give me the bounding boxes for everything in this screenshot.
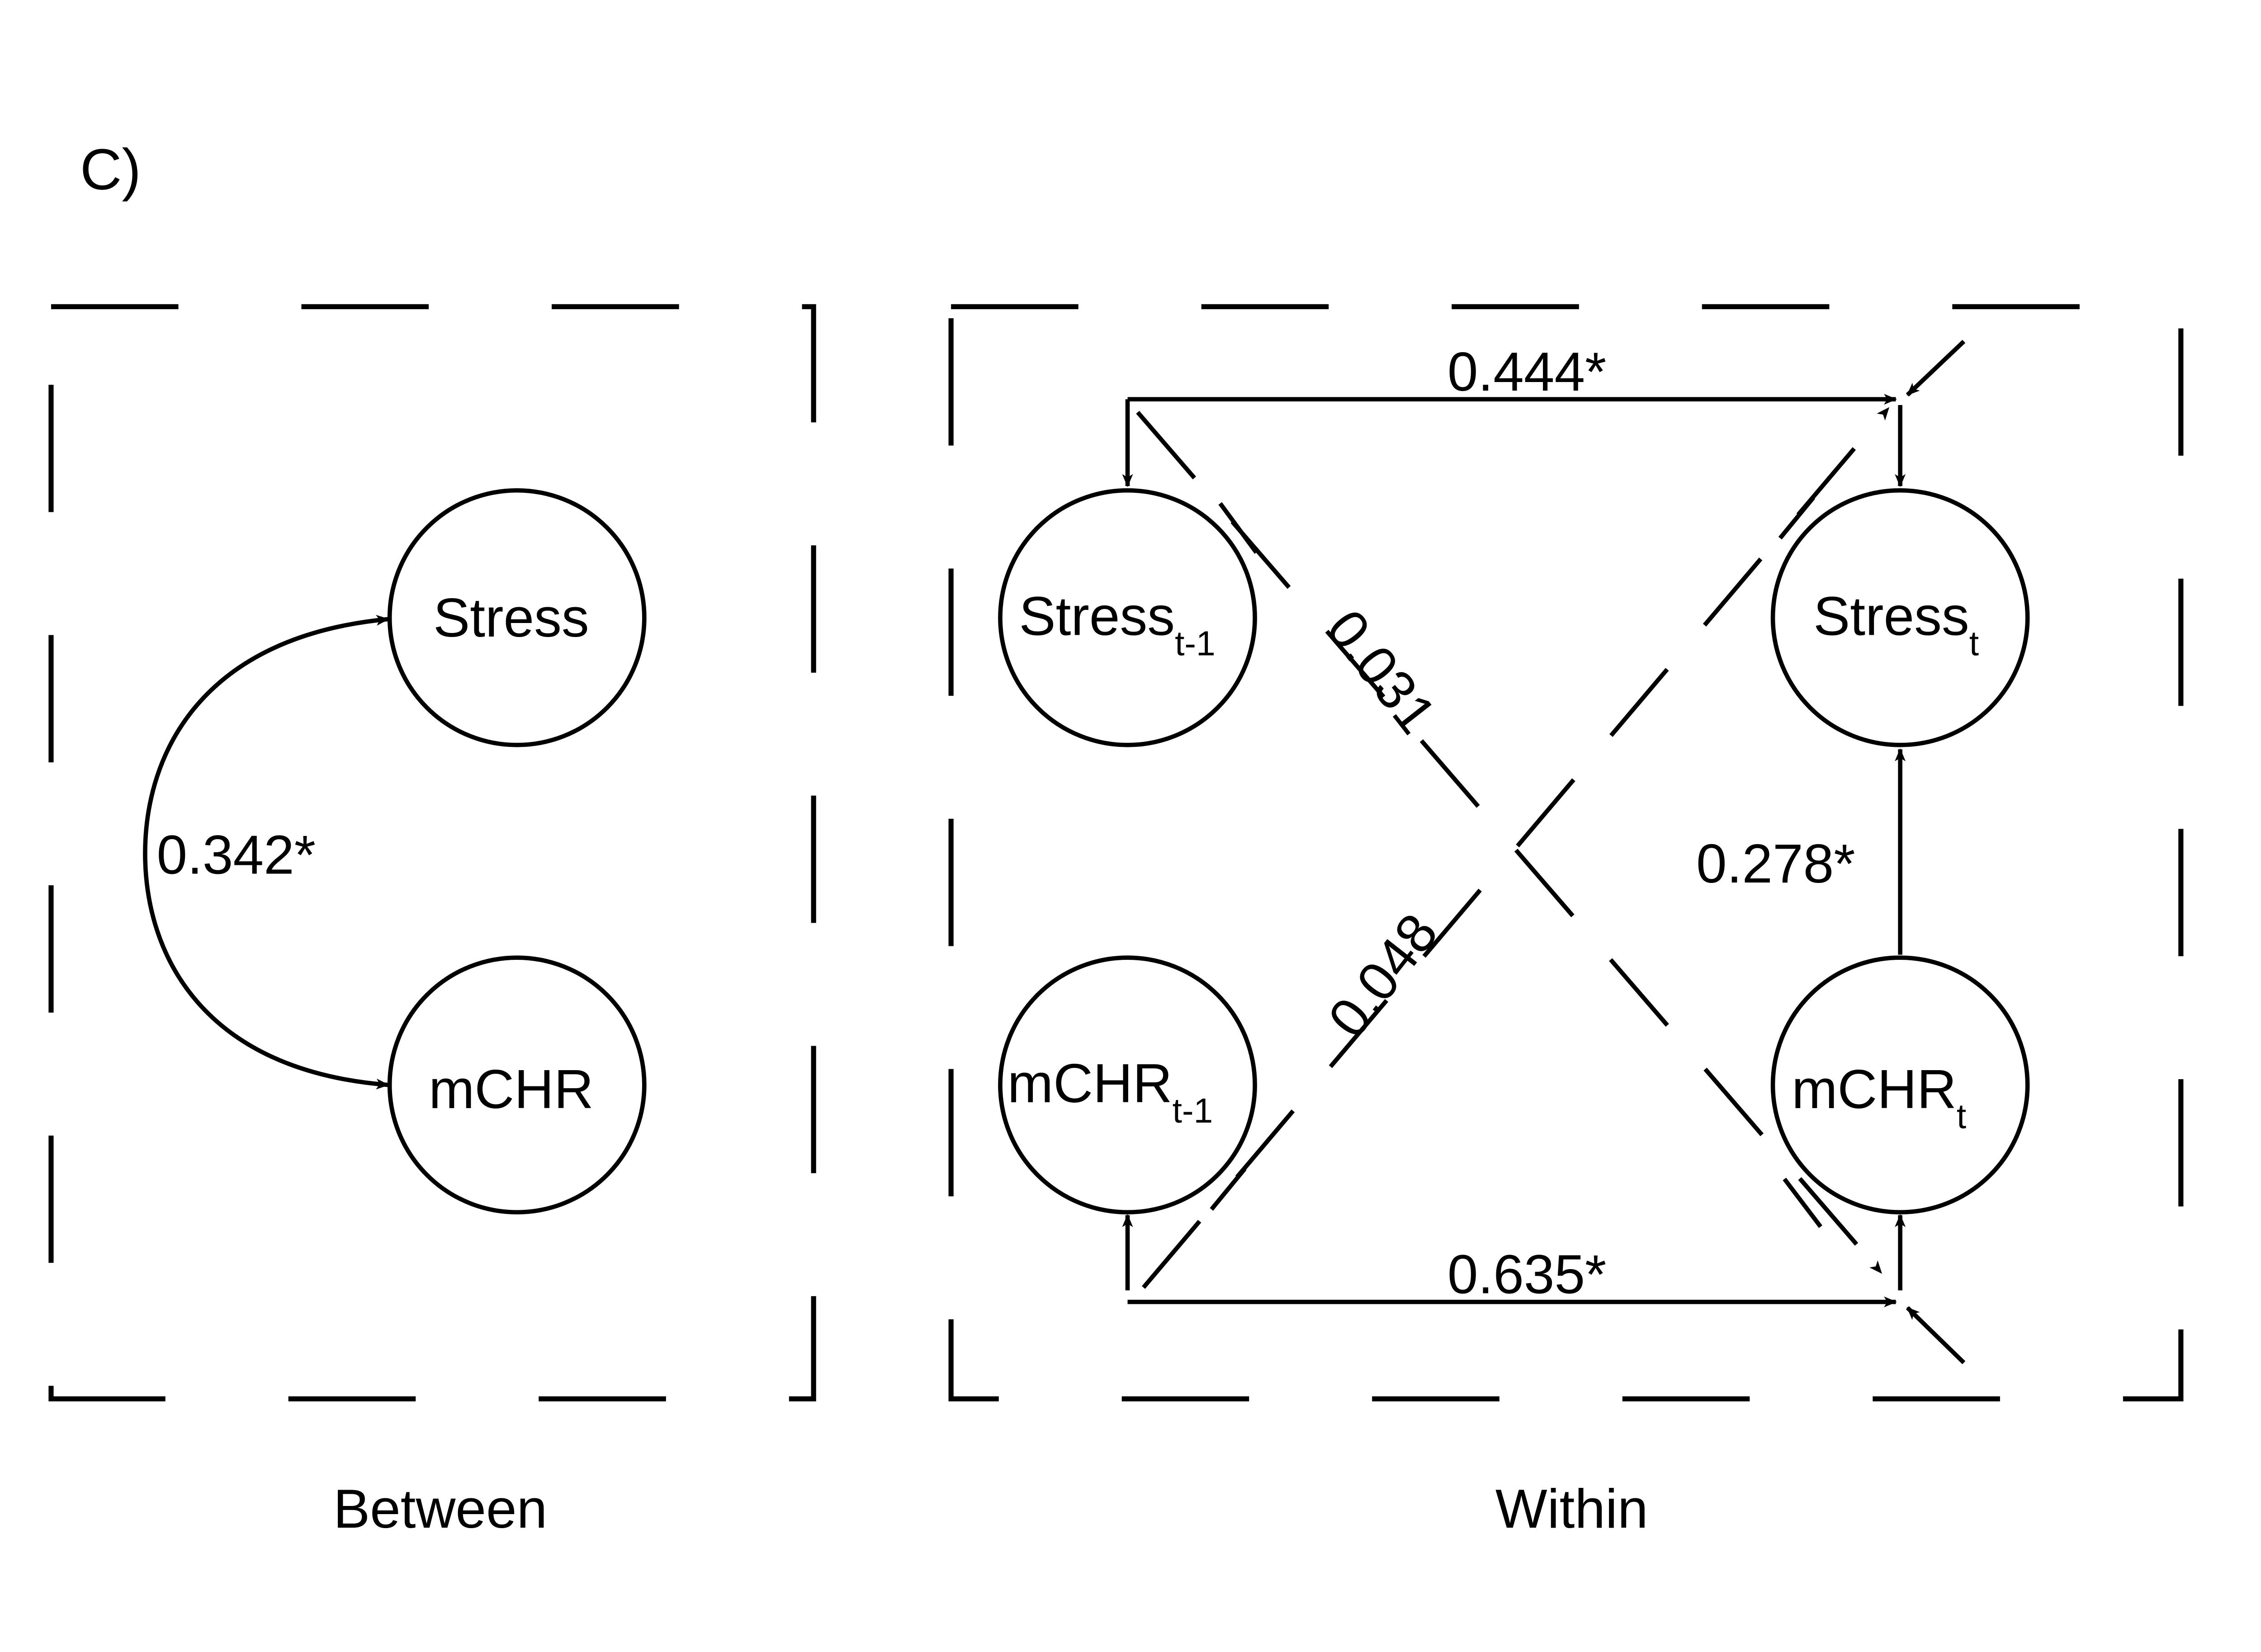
between-frame bbox=[48, 304, 816, 1402]
node-stress-t-label: Stresst bbox=[1813, 585, 1979, 663]
node-stress-t1-sub: t-1 bbox=[1175, 624, 1216, 663]
residual-arrow-stress-t bbox=[1906, 340, 1966, 396]
edge-mchr-t-to-stress-t: 0.278* bbox=[1696, 748, 1906, 955]
edge-label-0048: 0.048 bbox=[1316, 902, 1449, 1048]
node-stress-t-main: Stress bbox=[1813, 585, 1969, 647]
node-stress-t1-label: Stresst-1 bbox=[1019, 585, 1216, 663]
node-stress-t-sub: t bbox=[1969, 624, 1979, 663]
within-panel: Stresst-1 Stresst mCHRt-1 mCHRt 0.444* bbox=[948, 304, 2184, 1539]
edge-mchr-autoregressive: 0.635* bbox=[1122, 1214, 1966, 1364]
edge-crosslag-mchr-stress-tick2 bbox=[1778, 496, 1815, 540]
node-mchr-t1-circle bbox=[998, 955, 1257, 1215]
node-stress-t1: Stresst-1 bbox=[998, 488, 1257, 747]
edge-label-0444: 0.444* bbox=[1447, 341, 1607, 402]
node-mchr-label: mCHR bbox=[429, 1058, 594, 1120]
node-mchr-t: mCHRt bbox=[1770, 955, 2030, 1215]
node-stress: Stress bbox=[387, 488, 647, 747]
edge-label-0635: 0.635* bbox=[1447, 1243, 1607, 1305]
node-mchr-t-label: mCHRt bbox=[1792, 1058, 1966, 1136]
node-mchr: mCHR bbox=[387, 955, 647, 1215]
edge-covariance-stress-mchr bbox=[143, 614, 389, 1090]
node-stress-t: Stresst bbox=[1770, 488, 2030, 747]
edge-label-0278: 0.278* bbox=[1696, 833, 1855, 894]
node-stress-t1-main: Stress bbox=[1019, 585, 1175, 647]
edge-crosslag-stress-mchr-tick bbox=[1218, 502, 1258, 554]
node-mchr-t-main: mCHR bbox=[1792, 1058, 1957, 1120]
node-stress-label: Stress bbox=[433, 587, 589, 648]
edge-crosslag-mchr-stress-line bbox=[1142, 406, 1891, 1289]
edge-crosslag-stress-mchr-line bbox=[1136, 411, 1883, 1274]
node-mchr-circle bbox=[387, 955, 647, 1215]
edge-stress-autoregressive: 0.444* bbox=[1122, 340, 1966, 487]
node-stress-circle bbox=[387, 488, 647, 747]
within-frame bbox=[948, 304, 2184, 1402]
node-mchr-t1-label: mCHRt-1 bbox=[1008, 1053, 1213, 1130]
node-mchr-t1: mCHRt-1 bbox=[998, 955, 1257, 1215]
within-caption: Within bbox=[1495, 1478, 1648, 1539]
between-caption: Between bbox=[333, 1478, 547, 1539]
node-mchr-t-sub: t bbox=[1957, 1097, 1966, 1136]
node-mchr-t-circle bbox=[1770, 955, 2030, 1215]
panel-label: C) bbox=[80, 137, 141, 202]
edge-crosslag-mchr-stress-tick bbox=[1210, 1167, 1247, 1211]
node-stress-t-circle bbox=[1770, 488, 2030, 747]
node-mchr-t1-sub: t-1 bbox=[1173, 1091, 1213, 1130]
edge-crosslag-stress-mchr-tick2 bbox=[1783, 1177, 1822, 1228]
edge-label-0342: 0.342* bbox=[157, 824, 316, 886]
edge-label-0031: 0.031 bbox=[1315, 599, 1448, 745]
node-mchr-t1-main: mCHR bbox=[1008, 1053, 1173, 1114]
node-stress-t1-circle bbox=[998, 488, 1257, 747]
residual-arrow-mchr-t bbox=[1906, 1306, 1966, 1364]
between-panel: Stress mCHR 0.342* Between bbox=[48, 304, 816, 1539]
